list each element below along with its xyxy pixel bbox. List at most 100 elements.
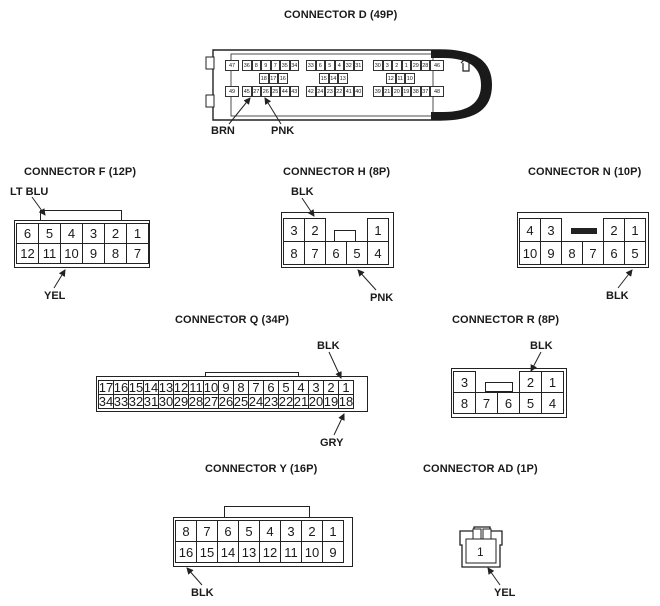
connector-n-pin: 10 [519,241,541,265]
connector-n-pin: 3 [540,218,562,242]
connector-d-pin: 30 [373,60,383,71]
connector-d-pin: 20 [392,86,402,97]
connector-d-pin: 14 [328,73,338,84]
connector-n-pin [582,218,604,242]
connector-d-pin: 1 [401,60,411,71]
connector-d-pin: 39 [373,86,383,97]
connector-q-pin: 5 [278,380,294,395]
connector-q-pin: 26 [218,394,234,409]
connector-d-pin: 37 [420,86,430,97]
connector-h-pin: 3 [283,218,305,242]
connector-q-pin: 29 [173,394,189,409]
connector-q-pin: 15 [128,380,144,395]
connector-d-pin: 42 [306,86,316,97]
connector-d-pin: 25 [270,86,280,97]
connector-y-pin: 12 [259,541,281,563]
connector-n-pin [561,218,583,242]
arrow-y-blk [186,567,203,586]
connector-d-pin: 27 [251,86,261,97]
connector-d-pin: 24 [315,86,325,97]
connector-y-pin: 2 [301,520,323,542]
connector-r-pin [475,371,498,393]
connector-q-label-blk: BLK [317,340,340,352]
connector-y-pin: 4 [259,520,281,542]
connector-n-title: CONNECTOR N (10P) [528,166,642,178]
connector-d-pin: 3 [382,60,392,71]
connector-d-pin: 16 [278,73,288,84]
connector-h-pin: 4 [367,241,389,265]
connector-h-pin [346,218,368,242]
connector-d-pin: 38 [411,86,421,97]
connector-q-pin: 33 [113,394,129,409]
connector-q-pin: 7 [248,380,264,395]
connector-y-pin: 16 [175,541,197,563]
connector-d-pin: 34 [289,60,299,71]
connector-r-pin: 2 [519,371,542,393]
connector-h-pin: 2 [304,218,326,242]
connector-q-pin: 21 [293,394,309,409]
connector-ad-title: CONNECTOR AD (1P) [423,463,538,475]
connector-y-title: CONNECTOR Y (16P) [205,463,318,475]
connector-d-pin: 32 [344,60,354,71]
arrow-n-blk [617,269,633,289]
connector-q-pin: 16 [113,380,129,395]
connector-h-pin: 7 [304,241,326,265]
connector-r-pin: 3 [453,371,476,393]
connector-d-pin: 21 [382,86,392,97]
connector-d-pin: 10 [405,73,415,84]
connector-r-pin: 6 [497,392,520,414]
connector-d-pin: 40 [353,86,363,97]
connector-y-pin: 1 [322,520,344,542]
connector-f-pin: 10 [60,243,83,264]
connector-q-pin: 1 [338,380,354,395]
connector-q-pin: 30 [158,394,174,409]
connector-n-latch [571,228,597,234]
connector-q-pin: 28 [188,394,204,409]
connector-q-pin: 6 [263,380,279,395]
arrow-h-pnk [357,269,377,291]
connector-d-pin: 13 [338,73,348,84]
connector-n-pin: 5 [624,241,646,265]
connector-d-pin: 28 [420,60,430,71]
connector-d-pin: 12 [386,73,396,84]
connector-y-pin: 13 [238,541,260,563]
connector-f-pin: 6 [16,223,39,244]
connector-d-pin: 44 [280,86,290,97]
connector-d-pin: 6 [315,60,325,71]
connector-n-pin: 8 [561,241,583,265]
connector-q-pin: 19 [323,394,339,409]
connector-h-pin: 6 [325,241,347,265]
connector-y-label-blk: BLK [191,587,214,599]
connector-d-pin: 17 [268,73,278,84]
connector-d-pin: 45 [242,86,252,97]
connector-d-pin: 18 [259,73,269,84]
connector-f-pin: 4 [60,223,83,244]
connector-h-label-pnk: PNK [370,292,394,304]
connector-q-pin: 14 [143,380,159,395]
connector-ad-pin-1: 1 [477,545,484,559]
connector-q-pin: 25 [233,394,249,409]
connector-y-pin: 11 [280,541,302,563]
connector-q-pin: 3 [308,380,324,395]
connector-d-pin: 2 [392,60,402,71]
connector-q-pin: 22 [278,394,294,409]
connector-d-pin: 49 [225,86,239,97]
connector-d-pin: 43 [289,86,299,97]
connector-d-pin: 41 [344,86,354,97]
connector-d-pin: 15 [319,73,329,84]
connector-h-title: CONNECTOR H (8P) [283,166,391,178]
connector-d-pin: 47 [225,60,239,71]
connector-q-pin: 23 [263,394,279,409]
connector-y-pin: 10 [301,541,323,563]
connector-q-pin: 2 [323,380,339,395]
connector-h-pin: 8 [283,241,305,265]
connector-d-pin: 8 [251,60,261,71]
connector-q-pin: 18 [338,394,354,409]
connector-y-pin: 7 [196,520,218,542]
connector-y-pin: 5 [238,520,260,542]
connector-q-pin: 8 [233,380,249,395]
connector-d-pin: 33 [306,60,316,71]
connector-q-label-gry: GRY [320,437,344,449]
arrow-ad-yel [487,567,501,586]
connector-f-pin: 8 [104,243,127,264]
